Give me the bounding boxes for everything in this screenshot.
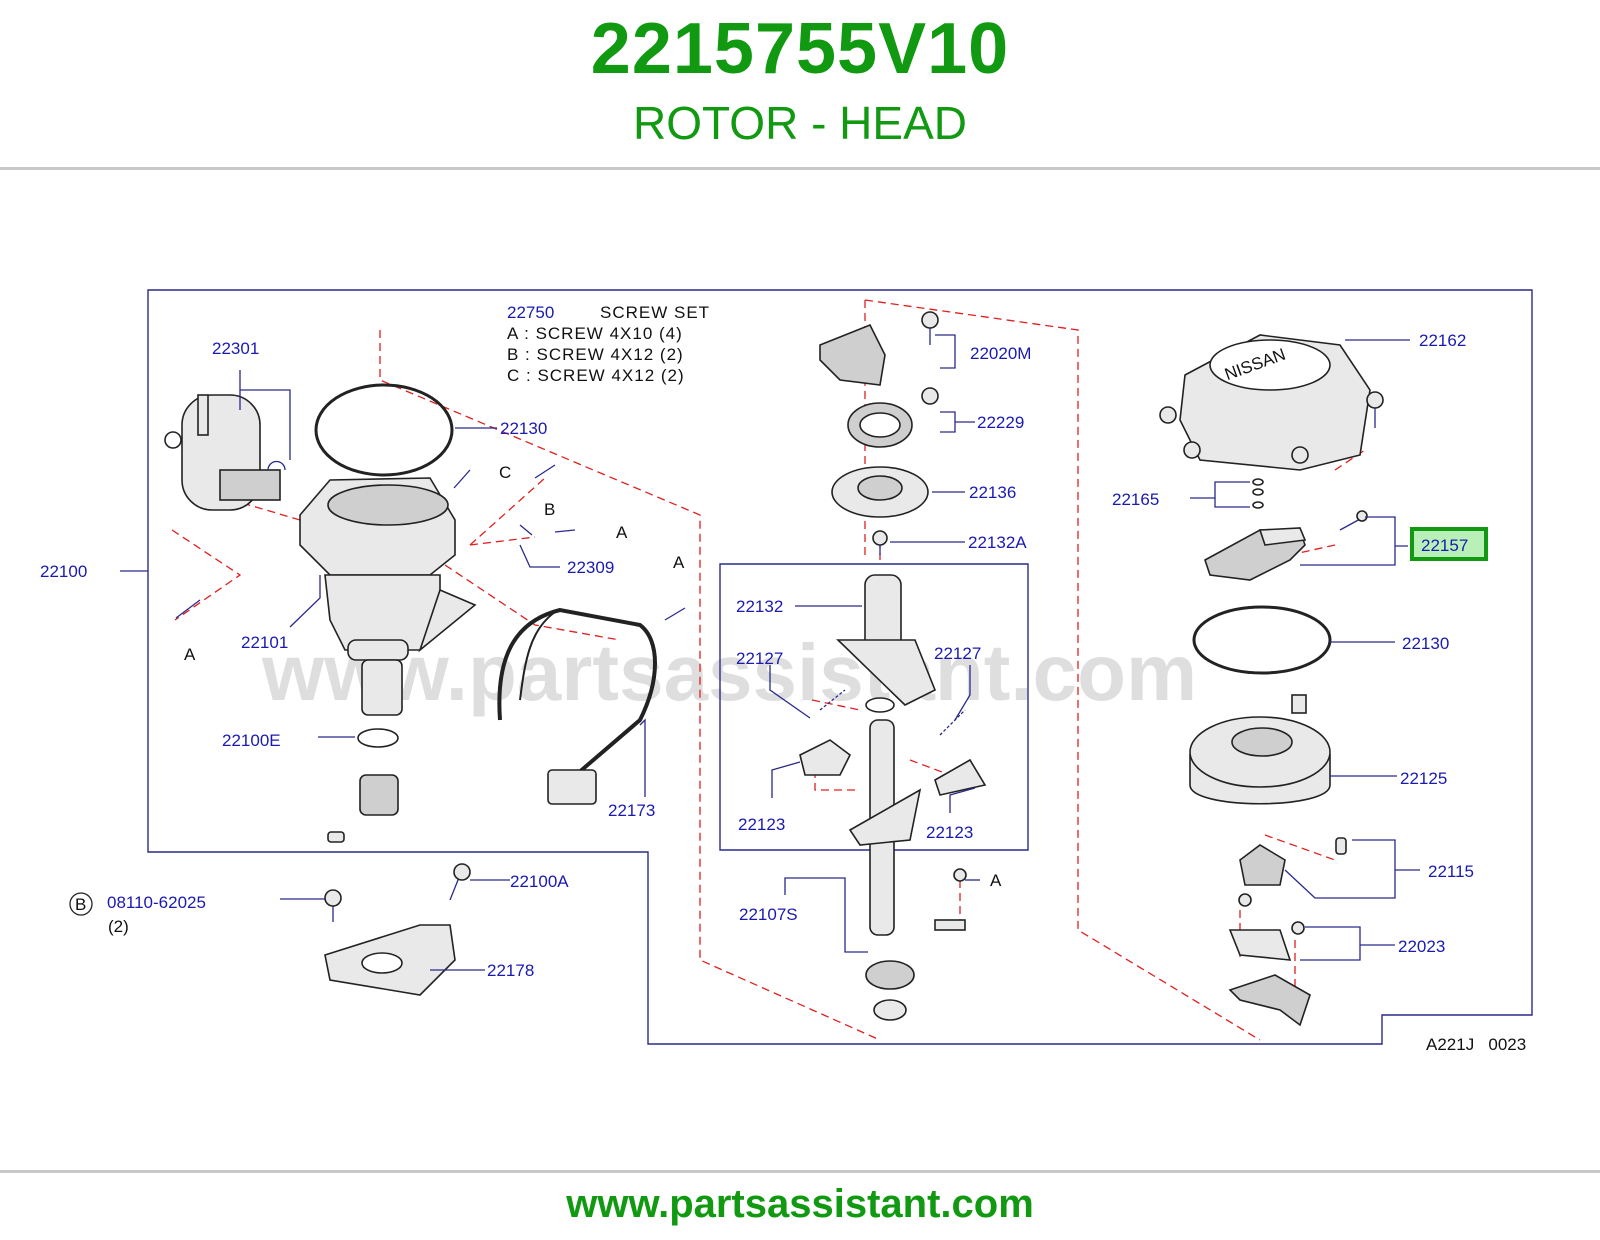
part-name-subtitle: ROTOR - HEAD	[633, 97, 967, 149]
shaft-22107S	[848, 719, 922, 936]
callout-22107S[interactable]: 22107S	[739, 905, 798, 924]
callout-22115[interactable]: 22115	[1428, 862, 1474, 881]
screw-set-row-b: B : SCREW 4X12 (2)	[507, 345, 684, 364]
screw-22132A	[872, 530, 888, 555]
letter-a-1: A	[616, 523, 628, 542]
screw-set-title: SCREW SET	[600, 303, 710, 322]
plate-22178	[324, 924, 456, 996]
letter-a-4: A	[990, 871, 1002, 890]
callout-22132[interactable]: 22132	[736, 597, 783, 616]
stator-22229	[847, 387, 939, 448]
callout-22130-left[interactable]: 22130	[500, 419, 547, 438]
pickup-22020M	[819, 311, 939, 386]
callout-22162[interactable]: 22162	[1419, 331, 1466, 350]
letter-a-3: A	[184, 645, 196, 664]
plate-22136	[831, 466, 929, 518]
o-ring-22100E	[357, 728, 399, 748]
o-ring-22130-left	[314, 383, 454, 477]
callout-22123-left[interactable]: 22123	[738, 815, 785, 834]
screws-left	[175, 464, 686, 621]
b-circle-icon	[69, 892, 93, 916]
callout-22136[interactable]: 22136	[969, 483, 1016, 502]
callout-22100A[interactable]: 22100A	[510, 872, 569, 891]
wire-harness-22173	[497, 607, 657, 805]
bracket-lower	[1228, 974, 1311, 1027]
callout-22100[interactable]: 22100	[40, 562, 87, 581]
callout-22301[interactable]: 22301	[212, 339, 259, 358]
callout-22100E[interactable]: 22100E	[222, 731, 281, 750]
screw-letter-markers: C B A A A A	[184, 463, 1002, 890]
callout-22125[interactable]: 22125	[1400, 769, 1447, 788]
callout-22023[interactable]: 22023	[1398, 937, 1445, 956]
weight-22123-right	[934, 758, 987, 796]
governor-group-border	[719, 563, 1029, 851]
part-callouts: 22301 22130 22100 22101 22309 22100E 221…	[40, 331, 1488, 980]
callout-22132A[interactable]: 22132A	[968, 533, 1027, 552]
housing-22101	[299, 477, 477, 716]
callout-22157[interactable]: 22157	[1421, 536, 1468, 555]
screw-set-legend: 22750 SCREW SET A : SCREW 4X10 (4) B : S…	[507, 303, 710, 385]
b-circle-letter: B	[75, 895, 86, 914]
header-divider	[0, 167, 1600, 170]
callout-22123-right[interactable]: 22123	[926, 823, 973, 842]
letter-c: C	[499, 463, 511, 482]
body-22125	[1189, 694, 1331, 805]
callout-08110-qty: (2)	[108, 917, 129, 936]
weight-22123-left	[799, 739, 852, 776]
callout-22165[interactable]: 22165	[1112, 490, 1159, 509]
contacts-22165	[1252, 478, 1264, 509]
bracket-22023	[1228, 893, 1305, 961]
footer-website-link[interactable]: www.partsassistant.com	[566, 1182, 1034, 1226]
bearing-bottom	[865, 960, 915, 1021]
screw-22100A	[449, 863, 471, 901]
washer-center	[865, 697, 895, 713]
letter-a-2: A	[673, 553, 685, 572]
assembly-border	[147, 289, 1533, 1045]
callout-22173[interactable]: 22173	[608, 801, 655, 820]
callout-22309[interactable]: 22309	[567, 558, 614, 577]
screw-A-middle	[934, 868, 967, 931]
callout-22101[interactable]: 22101	[241, 633, 288, 652]
spring-22127-left	[819, 689, 846, 711]
distributor-cap-22162: NISSAN	[1159, 334, 1384, 471]
screw-set-row-a: A : SCREW 4X10 (4)	[507, 324, 683, 343]
o-ring-22130-right	[1192, 605, 1332, 675]
spring-22127-right	[939, 709, 966, 736]
part-number-title: 2215755V10	[590, 9, 1010, 89]
callout-22020M[interactable]: 22020M	[970, 344, 1031, 363]
part-22115	[1239, 837, 1347, 886]
callout-22127-right[interactable]: 22127	[934, 644, 981, 663]
page-header: 2215755V10 ROTOR - HEAD	[0, 0, 1600, 168]
diagram-code: A221J 0023	[1426, 1035, 1526, 1054]
callout-22178[interactable]: 22178	[487, 961, 534, 980]
callout-08110-62025[interactable]: 08110-62025	[107, 893, 206, 912]
vacuum-controller-22301	[164, 394, 286, 511]
rotor-head-22157	[1204, 510, 1368, 581]
highlight-box-22157	[1410, 527, 1488, 561]
callout-22229[interactable]: 22229	[977, 413, 1024, 432]
letter-b: B	[544, 500, 555, 519]
callout-22130-right[interactable]: 22130	[1402, 634, 1449, 653]
footer-divider	[0, 1170, 1600, 1173]
screw-08110-62025	[324, 889, 342, 922]
drive-gear	[327, 774, 399, 843]
rotor-shaft-22132	[836, 574, 937, 706]
screw-set-row-c: C : SCREW 4X12 (2)	[507, 366, 685, 385]
callout-22127-left[interactable]: 22127	[736, 649, 783, 668]
leader-lines	[120, 334, 1420, 971]
screw-set-code: 22750	[507, 303, 554, 322]
